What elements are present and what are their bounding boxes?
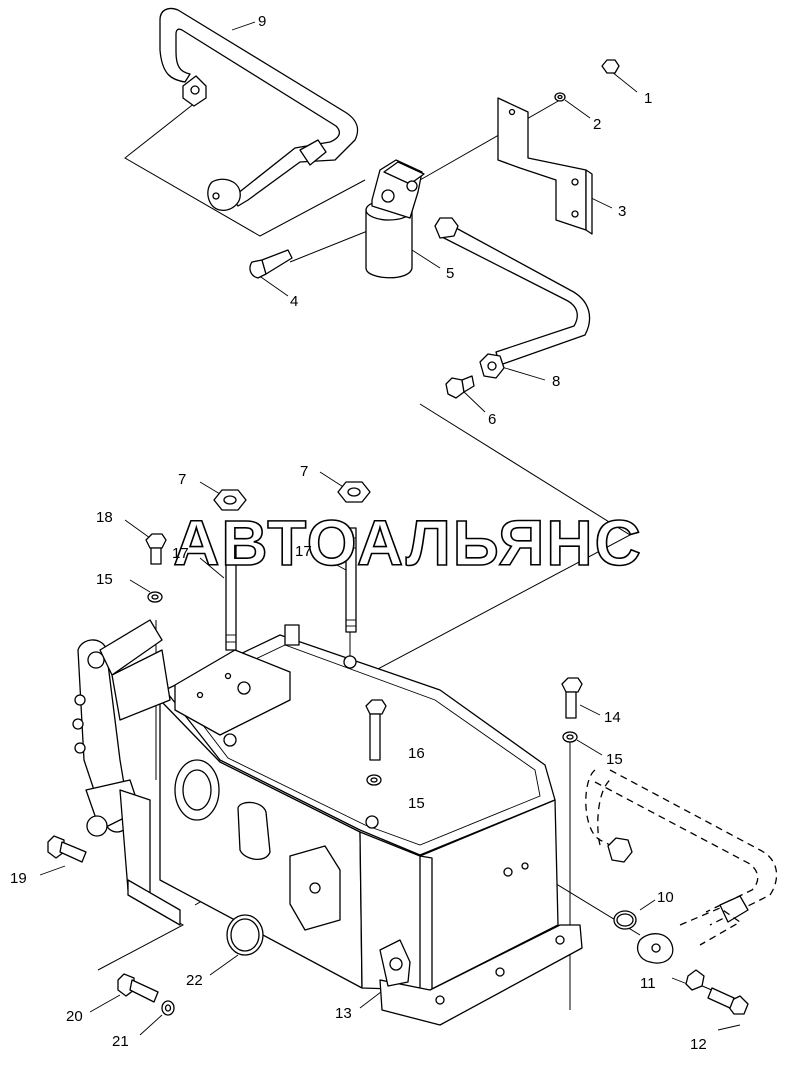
stud-17-left [225,539,237,651]
tube-phantom [585,769,778,946]
callout-10: 10 [657,889,674,906]
fuel-tube-9 [159,7,359,211]
nut-1 [601,59,620,74]
callout-1: 1 [644,90,652,107]
callout-20: 20 [66,1008,83,1025]
lever-mechanism [72,619,181,926]
callout-14: 14 [604,709,621,726]
bolt-19 [47,835,87,863]
o-ring-22 [226,914,264,956]
bolt-20 [117,973,159,1003]
washer-2 [554,92,566,102]
washer-15-b [562,731,578,743]
callout-6: 6 [488,411,496,428]
callout-21: 21 [112,1033,129,1050]
callout-13: 13 [335,1005,352,1022]
callout-5: 5 [446,265,454,282]
callout-16: 16 [408,745,425,762]
fitting-6 [445,375,475,399]
housing-13 [159,624,583,1026]
callout-7-right: 7 [300,463,308,480]
bolt-12 [707,987,749,1015]
flange-connector [636,933,674,964]
callout-15-left: 15 [96,571,113,588]
callout-19: 19 [10,870,27,887]
callout-4: 4 [290,293,298,310]
bolt-14 [561,677,583,719]
washer-11 [685,969,705,991]
o-ring-10 [613,910,637,930]
washer-15-a [147,591,163,603]
fuel-filter-5 [365,159,425,279]
callout-12: 12 [690,1036,707,1053]
callout-2: 2 [593,116,601,133]
callout-15-right: 15 [606,751,623,768]
callout-numbers: 1 2 3 4 5 6 7 7 8 9 10 11 12 13 14 15 15… [10,13,707,1053]
flange-nut-7-left [213,489,247,511]
bolt-18 [145,533,167,565]
callout-18: 18 [96,509,113,526]
callout-17-left: 17 [172,545,189,562]
callout-9: 9 [258,13,266,30]
callout-11: 11 [640,975,656,992]
flange-nut-7-right [337,481,371,503]
watermark-text: АВТОАЛЬЯНС [173,507,643,579]
washer-21 [161,1000,175,1016]
bracket-3 [497,97,593,235]
callout-17-right: 17 [295,543,312,560]
bolt-4 [249,249,293,279]
callout-15-center: 15 [408,795,425,812]
callout-22: 22 [186,972,203,989]
washer-15-c [366,774,382,786]
callout-8: 8 [552,373,560,390]
fuel-tube-8 [434,217,591,379]
stud-17-right [345,527,357,633]
callout-3: 3 [618,203,626,220]
callout-7-left: 7 [178,471,186,488]
bolt-16 [365,699,387,761]
